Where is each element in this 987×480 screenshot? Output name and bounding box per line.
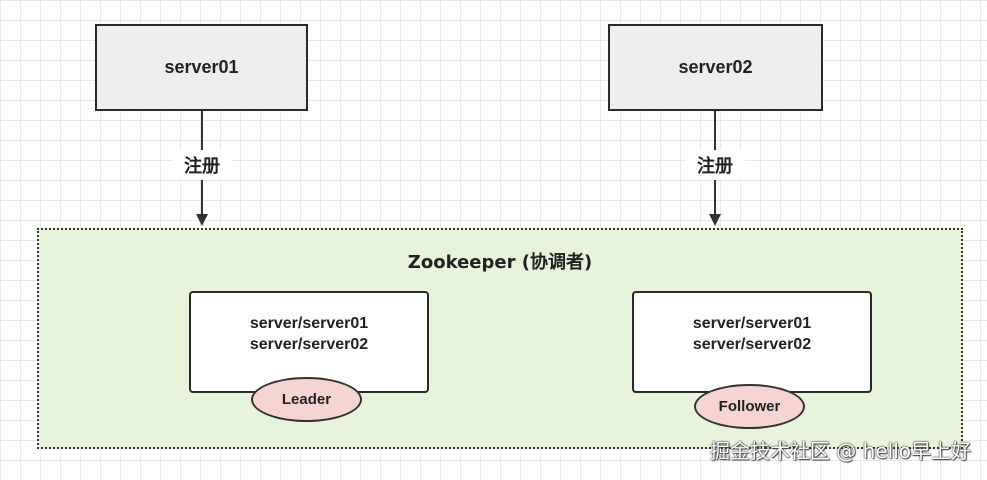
node-path-line: server/server01: [692, 315, 812, 332]
follower-badge-label: Follower: [718, 398, 781, 415]
register-label-1: 注册: [172, 150, 232, 180]
node-path-line: server/server02: [692, 336, 812, 353]
leader-badge: Leader: [251, 377, 362, 422]
zookeeper-title: Zookeeper (协调者): [407, 252, 593, 273]
zk-node-leader: server/server01 server/server02: [189, 291, 429, 393]
follower-badge: Follower: [694, 384, 805, 429]
register-arrow-2-head: [709, 214, 721, 226]
server02-box: server02: [608, 24, 823, 111]
server01-label: server01: [164, 57, 239, 77]
register-label-2: 注册: [685, 150, 745, 180]
zk-node-follower: server/server01 server/server02: [632, 291, 872, 393]
server01-box: server01: [95, 24, 308, 111]
node-path-line: server/server02: [249, 336, 369, 353]
watermark-text: 掘金技术社区 @ hello早上好: [709, 439, 971, 463]
server02-label: server02: [678, 57, 753, 77]
register-arrow-1-head: [196, 214, 208, 226]
leader-badge-label: Leader: [281, 391, 332, 408]
node-path-line: server/server01: [249, 315, 369, 332]
